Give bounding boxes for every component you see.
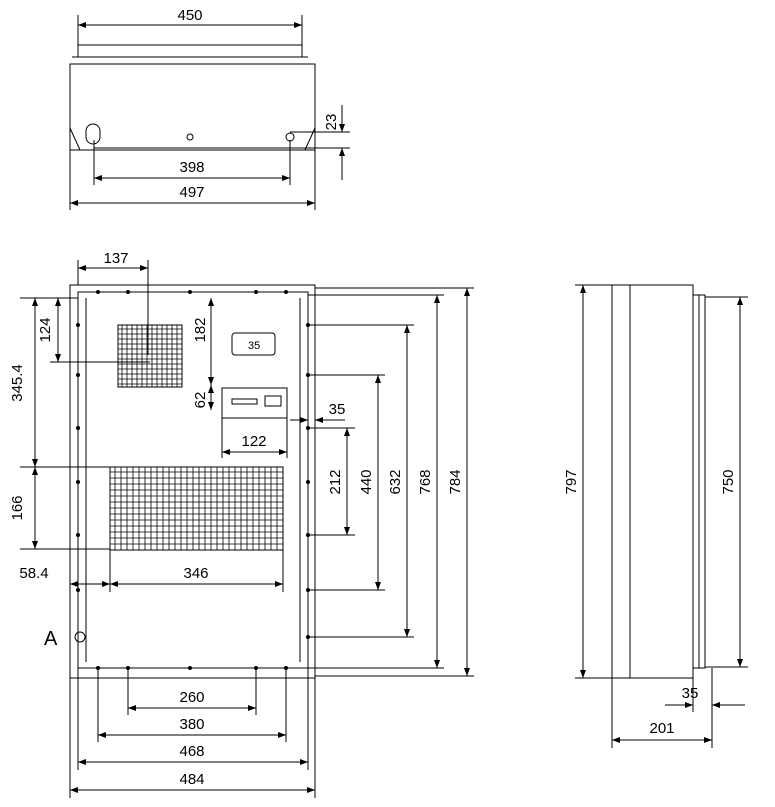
dim-768: 768 bbox=[417, 469, 434, 494]
dim-380: 380 bbox=[179, 716, 204, 733]
dim-166: 166 bbox=[9, 495, 26, 520]
mounting-hole bbox=[76, 533, 80, 537]
mounting-hole bbox=[188, 666, 192, 670]
dim-122: 122 bbox=[241, 433, 266, 450]
dim-784: 784 bbox=[447, 469, 464, 494]
front-view: 35 A 137 124 345.4 166 182 62 35 122 212… bbox=[9, 250, 474, 798]
mounting-hole bbox=[126, 666, 130, 670]
dim-345-4: 345.4 bbox=[9, 364, 26, 402]
dim-212: 212 bbox=[327, 469, 344, 494]
dim-484: 484 bbox=[179, 771, 204, 788]
dim-58-4: 58.4 bbox=[19, 565, 48, 582]
mounting-hole bbox=[284, 666, 288, 670]
dim-182: 182 bbox=[192, 317, 209, 342]
display-panel bbox=[231, 332, 276, 356]
mounting-hole bbox=[76, 480, 80, 484]
dim-124: 124 bbox=[37, 317, 54, 342]
mounting-hole bbox=[76, 588, 80, 592]
dim-468: 468 bbox=[179, 743, 204, 760]
dim-398: 398 bbox=[179, 159, 204, 176]
dim-632: 632 bbox=[387, 469, 404, 494]
fan-grille bbox=[117, 324, 183, 388]
dim-137: 137 bbox=[103, 250, 128, 267]
dim-346: 346 bbox=[183, 565, 208, 582]
dim-750: 750 bbox=[720, 469, 737, 494]
mounting-hole bbox=[76, 373, 80, 377]
side-view: 797 750 35 201 bbox=[563, 284, 748, 748]
dim-62: 62 bbox=[192, 392, 209, 409]
mounting-hole bbox=[284, 290, 288, 294]
dim-497: 497 bbox=[179, 184, 204, 201]
mounting-hole bbox=[126, 290, 130, 294]
controller-box bbox=[221, 387, 288, 419]
dim-440: 440 bbox=[358, 469, 375, 494]
mounting-hole bbox=[254, 290, 258, 294]
label-a: A bbox=[44, 628, 58, 650]
dim-450: 450 bbox=[177, 7, 202, 24]
dim-797: 797 bbox=[563, 469, 580, 494]
display-value: 35 bbox=[248, 340, 260, 352]
dim-201: 201 bbox=[649, 720, 674, 737]
mounting-hole bbox=[254, 666, 258, 670]
dim-35: 35 bbox=[329, 401, 346, 418]
mounting-hole bbox=[96, 666, 100, 670]
mounting-hole bbox=[96, 290, 100, 294]
dim-23: 23 bbox=[323, 114, 340, 131]
lower-grille bbox=[109, 466, 284, 551]
mounting-hole bbox=[76, 426, 80, 430]
mounting-hole bbox=[306, 480, 310, 484]
mounting-hole bbox=[188, 290, 192, 294]
top-view: 450 398 497 23 bbox=[69, 7, 350, 210]
dim-side-35: 35 bbox=[682, 685, 699, 702]
dim-260: 260 bbox=[179, 689, 204, 706]
mounting-hole bbox=[76, 323, 80, 327]
